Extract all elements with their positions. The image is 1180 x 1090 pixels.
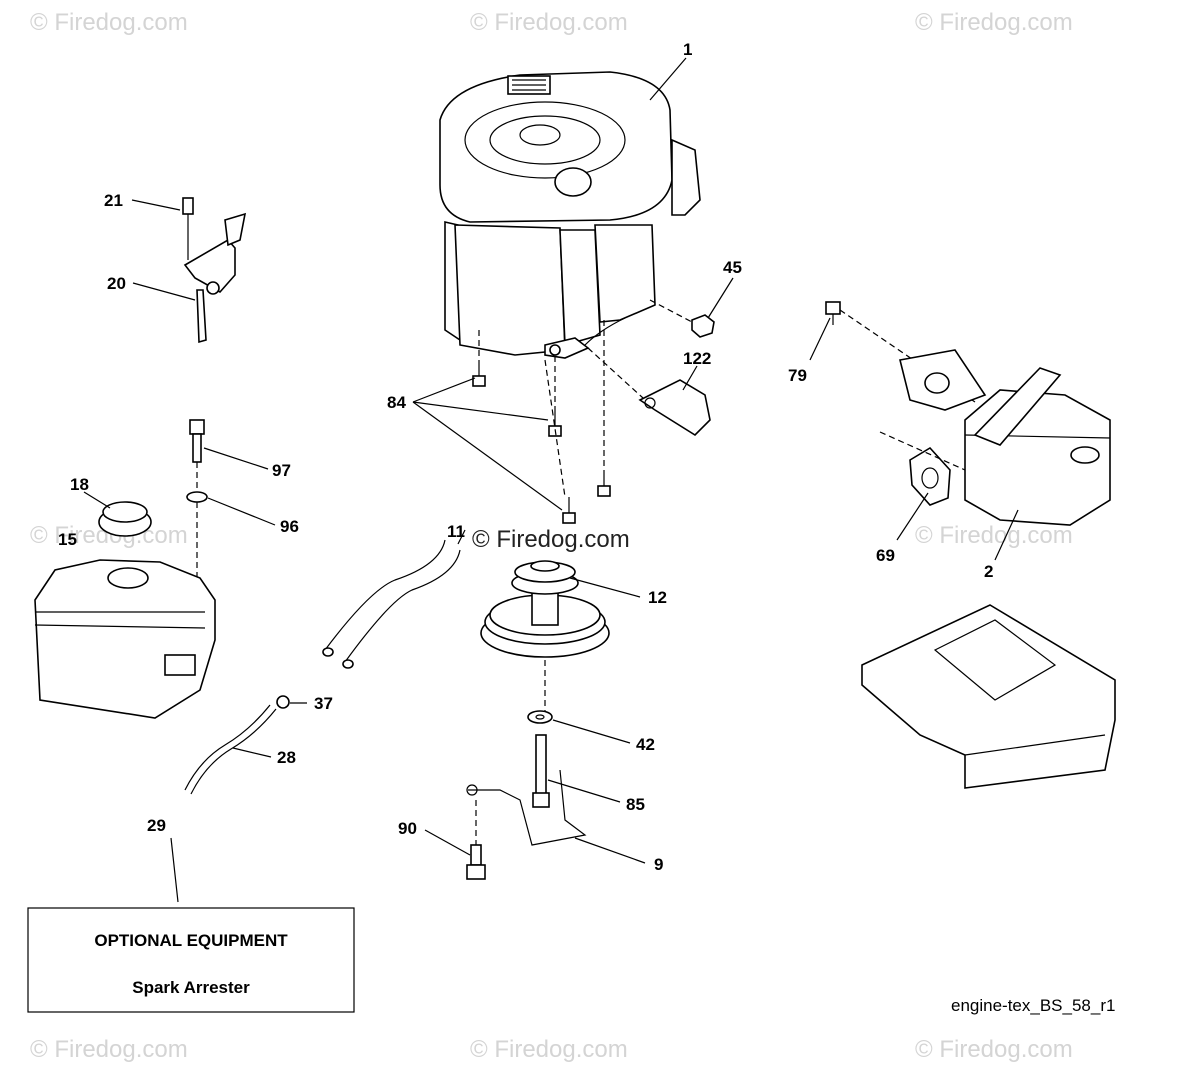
muffler-part-2[interactable]: [899, 349, 1111, 526]
callout-79: 79: [788, 366, 807, 385]
callout-12: 12: [648, 588, 667, 607]
callout-69: 69: [876, 546, 895, 565]
callout-37: 37: [314, 694, 333, 713]
washer-part-42[interactable]: [527, 710, 553, 724]
watermark-center: © Firedog.com: [472, 526, 630, 553]
callout-28: 28: [277, 748, 296, 767]
optional-equipment-box: OPTIONAL EQUIPMENT Spark Arrester: [27, 907, 355, 1013]
watermark-top-right: © Firedog.com: [915, 9, 1073, 36]
callout-42: 42: [636, 735, 655, 754]
throttle-control-part-20[interactable]: [183, 212, 247, 344]
watermark-bottom-right: © Firedog.com: [915, 1036, 1073, 1063]
clamp-part-37[interactable]: [276, 695, 290, 709]
bracket-part-122[interactable]: [638, 379, 711, 437]
watermark-mid-right: © Firedog.com: [915, 522, 1073, 549]
callout-90: 90: [398, 819, 417, 838]
callouts: 1 45 122 84 21 20 97 96 18 15 11 12 37 2…: [58, 40, 993, 874]
callout-11: 11: [447, 522, 465, 541]
fuel-line-part-28[interactable]: [184, 704, 277, 795]
callout-21: 21: [104, 191, 123, 210]
bolt-part-84[interactable]: [472, 360, 611, 524]
screw-part-21[interactable]: [182, 197, 194, 260]
callout-18: 18: [70, 475, 89, 494]
callout-122: 122: [683, 349, 711, 368]
callout-1: 1: [683, 40, 692, 59]
watermark-bottom-left: © Firedog.com: [30, 1036, 188, 1063]
nut-part-45[interactable]: [691, 314, 715, 338]
optional-equipment-item: Spark Arrester: [132, 978, 250, 997]
diagram-reference-id: engine-tex_BS_58_r1: [951, 996, 1115, 1015]
screw-part-97[interactable]: [189, 419, 205, 463]
watermarks: © Firedog.com © Firedog.com © Firedog.co…: [30, 9, 1073, 1063]
callout-96: 96: [280, 517, 299, 536]
engine-mount-plate-part[interactable]: [861, 604, 1116, 789]
optional-equipment-title: OPTIONAL EQUIPMENT: [94, 931, 288, 950]
callout-85: 85: [626, 795, 645, 814]
hose-part-11[interactable]: [322, 539, 461, 669]
callout-15: 15: [58, 530, 77, 549]
callout-29: 29: [147, 816, 166, 835]
bolt-part-85[interactable]: [532, 734, 550, 808]
watermark-top-center: © Firedog.com: [470, 9, 628, 36]
fuel-tank-part-15[interactable]: [34, 559, 216, 719]
leader-lines: [83, 57, 1019, 903]
callout-9: 9: [654, 855, 663, 874]
gasket-part-69[interactable]: [909, 446, 951, 506]
washer-part-96[interactable]: [186, 491, 208, 503]
watermark-bottom-center: © Firedog.com: [470, 1036, 628, 1063]
bolt-part-90[interactable]: [466, 844, 486, 880]
engine-part[interactable]: [439, 71, 701, 359]
callout-2: 2: [984, 562, 993, 581]
gas-cap-part-18[interactable]: [98, 501, 152, 537]
bracket-part-9[interactable]: [466, 769, 587, 846]
callout-97: 97: [272, 461, 291, 480]
watermark-top-left: © Firedog.com: [30, 9, 188, 36]
callout-45: 45: [723, 258, 742, 277]
bolt-part-79[interactable]: [825, 301, 841, 325]
pulley-part-12[interactable]: [480, 560, 610, 658]
callout-84: 84: [387, 393, 406, 412]
callout-20: 20: [107, 274, 126, 293]
